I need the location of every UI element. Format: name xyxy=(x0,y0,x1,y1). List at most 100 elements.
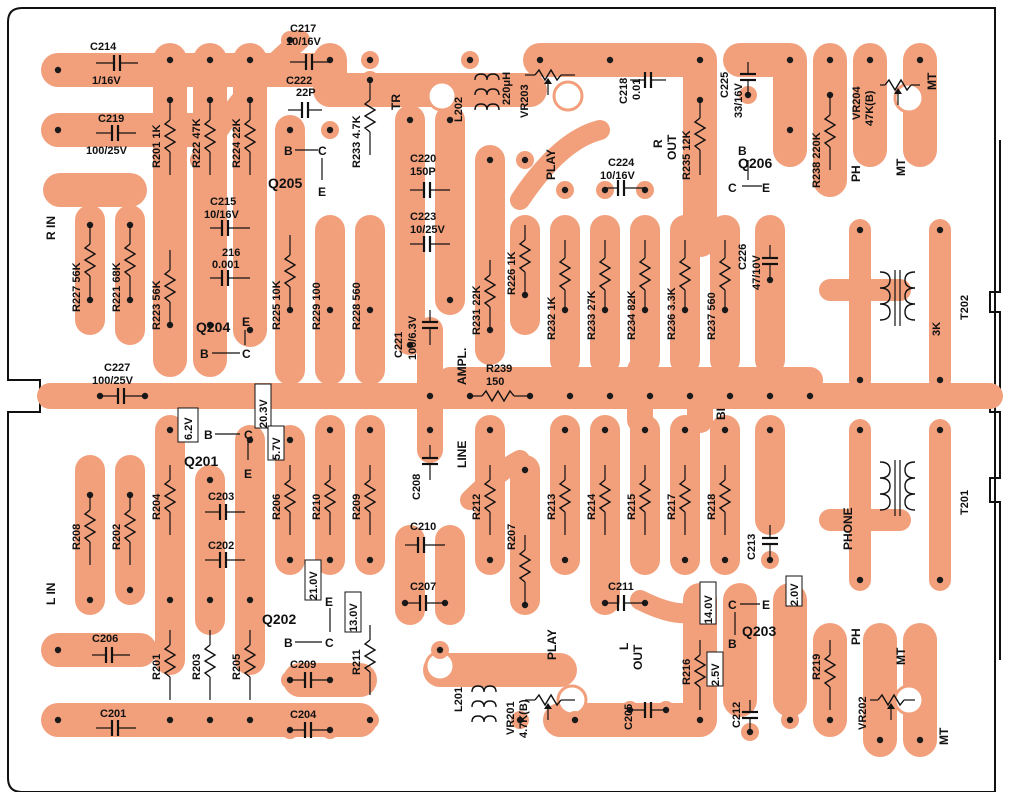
label-r224: R224 22K xyxy=(231,118,243,168)
label-r233: R233 27K xyxy=(586,290,598,340)
voltage-2-0v: 2.0V xyxy=(789,583,801,606)
label-r216: R216 xyxy=(681,659,693,685)
label-c204: C204 xyxy=(290,709,317,721)
label-ph-bottom: PH xyxy=(849,628,863,645)
label-r223: R223 56K xyxy=(151,280,163,330)
label-r211: R211 xyxy=(351,649,363,675)
drill-hole xyxy=(426,392,434,400)
label-r237: R237 560 xyxy=(706,292,718,340)
capacitor-c223 xyxy=(410,236,450,252)
label-c207: C207 xyxy=(410,581,436,593)
drill-hole xyxy=(601,426,609,434)
capacitor-c207 xyxy=(405,595,445,611)
drill-hole xyxy=(826,716,834,724)
label-r233b: R233 4.7K xyxy=(351,115,363,168)
label-r-in: R IN xyxy=(44,216,58,240)
drill-hole xyxy=(786,56,794,64)
drill-hole xyxy=(786,126,794,134)
drill-hole xyxy=(206,596,214,604)
label-r205: R205 xyxy=(231,654,243,680)
drill-hole xyxy=(286,556,294,564)
label-l-out-l: L xyxy=(617,643,631,650)
label-tr: TR xyxy=(389,94,403,110)
capacitor-c227 xyxy=(100,388,145,404)
pot-vr203 xyxy=(525,68,575,95)
q204-b: B xyxy=(200,347,209,361)
label-c222-value: 22P xyxy=(296,87,316,99)
drill-hole xyxy=(466,56,474,64)
resistor-r234 xyxy=(638,240,652,310)
label-c213: C213 xyxy=(746,534,758,560)
drill-hole xyxy=(916,56,924,64)
label-r228: R228 560 xyxy=(351,282,363,330)
drill-hole xyxy=(936,376,944,384)
label-r225: R225 10K xyxy=(271,280,283,330)
capacitor-c224 xyxy=(605,180,645,196)
drill-hole xyxy=(446,296,454,304)
label-play-bottom: PLAY xyxy=(545,629,559,660)
pot-vr202 xyxy=(870,693,915,720)
resistor-r238 xyxy=(823,95,837,170)
label-mt-bottom2: MT xyxy=(937,727,951,745)
drill-hole xyxy=(566,392,574,400)
resistor-r233b xyxy=(363,80,377,155)
resistor-r232 xyxy=(558,240,572,310)
label-c221: C221 xyxy=(393,332,405,358)
drill-hole xyxy=(246,436,254,444)
q203-c: C xyxy=(728,598,737,612)
resistor-r235 xyxy=(693,100,707,175)
label-c209: C209 xyxy=(290,659,316,671)
q203-b: B xyxy=(728,637,737,651)
resistor-r224 xyxy=(243,100,257,175)
labels: R IN L IN TR LINE AMPL. BI C214 1/16V C2… xyxy=(44,23,971,745)
drill-hole xyxy=(521,466,529,474)
label-r201: R201 xyxy=(151,654,163,680)
coil-l202 xyxy=(474,73,500,111)
drill-hole xyxy=(561,556,569,564)
q201-e: E xyxy=(244,467,252,481)
label-mt-top1: MT xyxy=(925,72,939,90)
label-l202-value: 220μH xyxy=(501,72,513,105)
label-ampl: AMPL. xyxy=(455,348,469,385)
drill-hole xyxy=(246,596,254,604)
transformer-t201 xyxy=(879,460,916,516)
label-r218: R218 xyxy=(706,494,718,520)
label-r221: R221 68K xyxy=(111,262,123,312)
drill-hole xyxy=(366,306,374,314)
drill-hole xyxy=(606,56,614,64)
drill-hole xyxy=(326,126,334,134)
drill-hole xyxy=(366,556,374,564)
drill-hole xyxy=(206,321,214,329)
resistor-r211 xyxy=(363,625,377,695)
drill-hole xyxy=(246,716,254,724)
drill-hole xyxy=(54,66,62,74)
mounting-holes xyxy=(424,80,925,716)
drill-hole xyxy=(696,716,704,724)
label-vr202: VR202 xyxy=(857,696,869,730)
drill-hole xyxy=(54,646,62,654)
q206-b: B xyxy=(738,144,747,158)
q203-e: E xyxy=(762,598,770,612)
label-c202: C202 xyxy=(208,540,234,552)
resistor-r202 xyxy=(123,495,137,565)
label-r207: R207 xyxy=(506,524,518,550)
label-c224-value: 10/16V xyxy=(600,170,636,182)
label-mt-top2: MT xyxy=(894,158,908,176)
label-c218-value: 0.01 xyxy=(631,79,643,100)
drill-hole xyxy=(446,116,454,124)
label-r202: R202 xyxy=(111,524,123,550)
drill-hole xyxy=(326,426,334,434)
drill-hole xyxy=(366,426,374,434)
drill-hole xyxy=(916,736,924,744)
label-r201a: R201 1K xyxy=(151,125,163,168)
label-c208: C208 xyxy=(411,474,423,500)
label-c206: C206 xyxy=(92,633,118,645)
label-c219: C219 xyxy=(98,113,124,125)
drill-hole xyxy=(286,436,294,444)
voltage-21-0v: 21.0V xyxy=(308,571,320,600)
label-vr204-value: 47K(B) xyxy=(864,90,876,126)
drill-hole xyxy=(681,426,689,434)
drill-hole xyxy=(166,716,174,724)
label-vr203: VR203 xyxy=(519,84,531,118)
q206-c: C xyxy=(728,181,737,195)
